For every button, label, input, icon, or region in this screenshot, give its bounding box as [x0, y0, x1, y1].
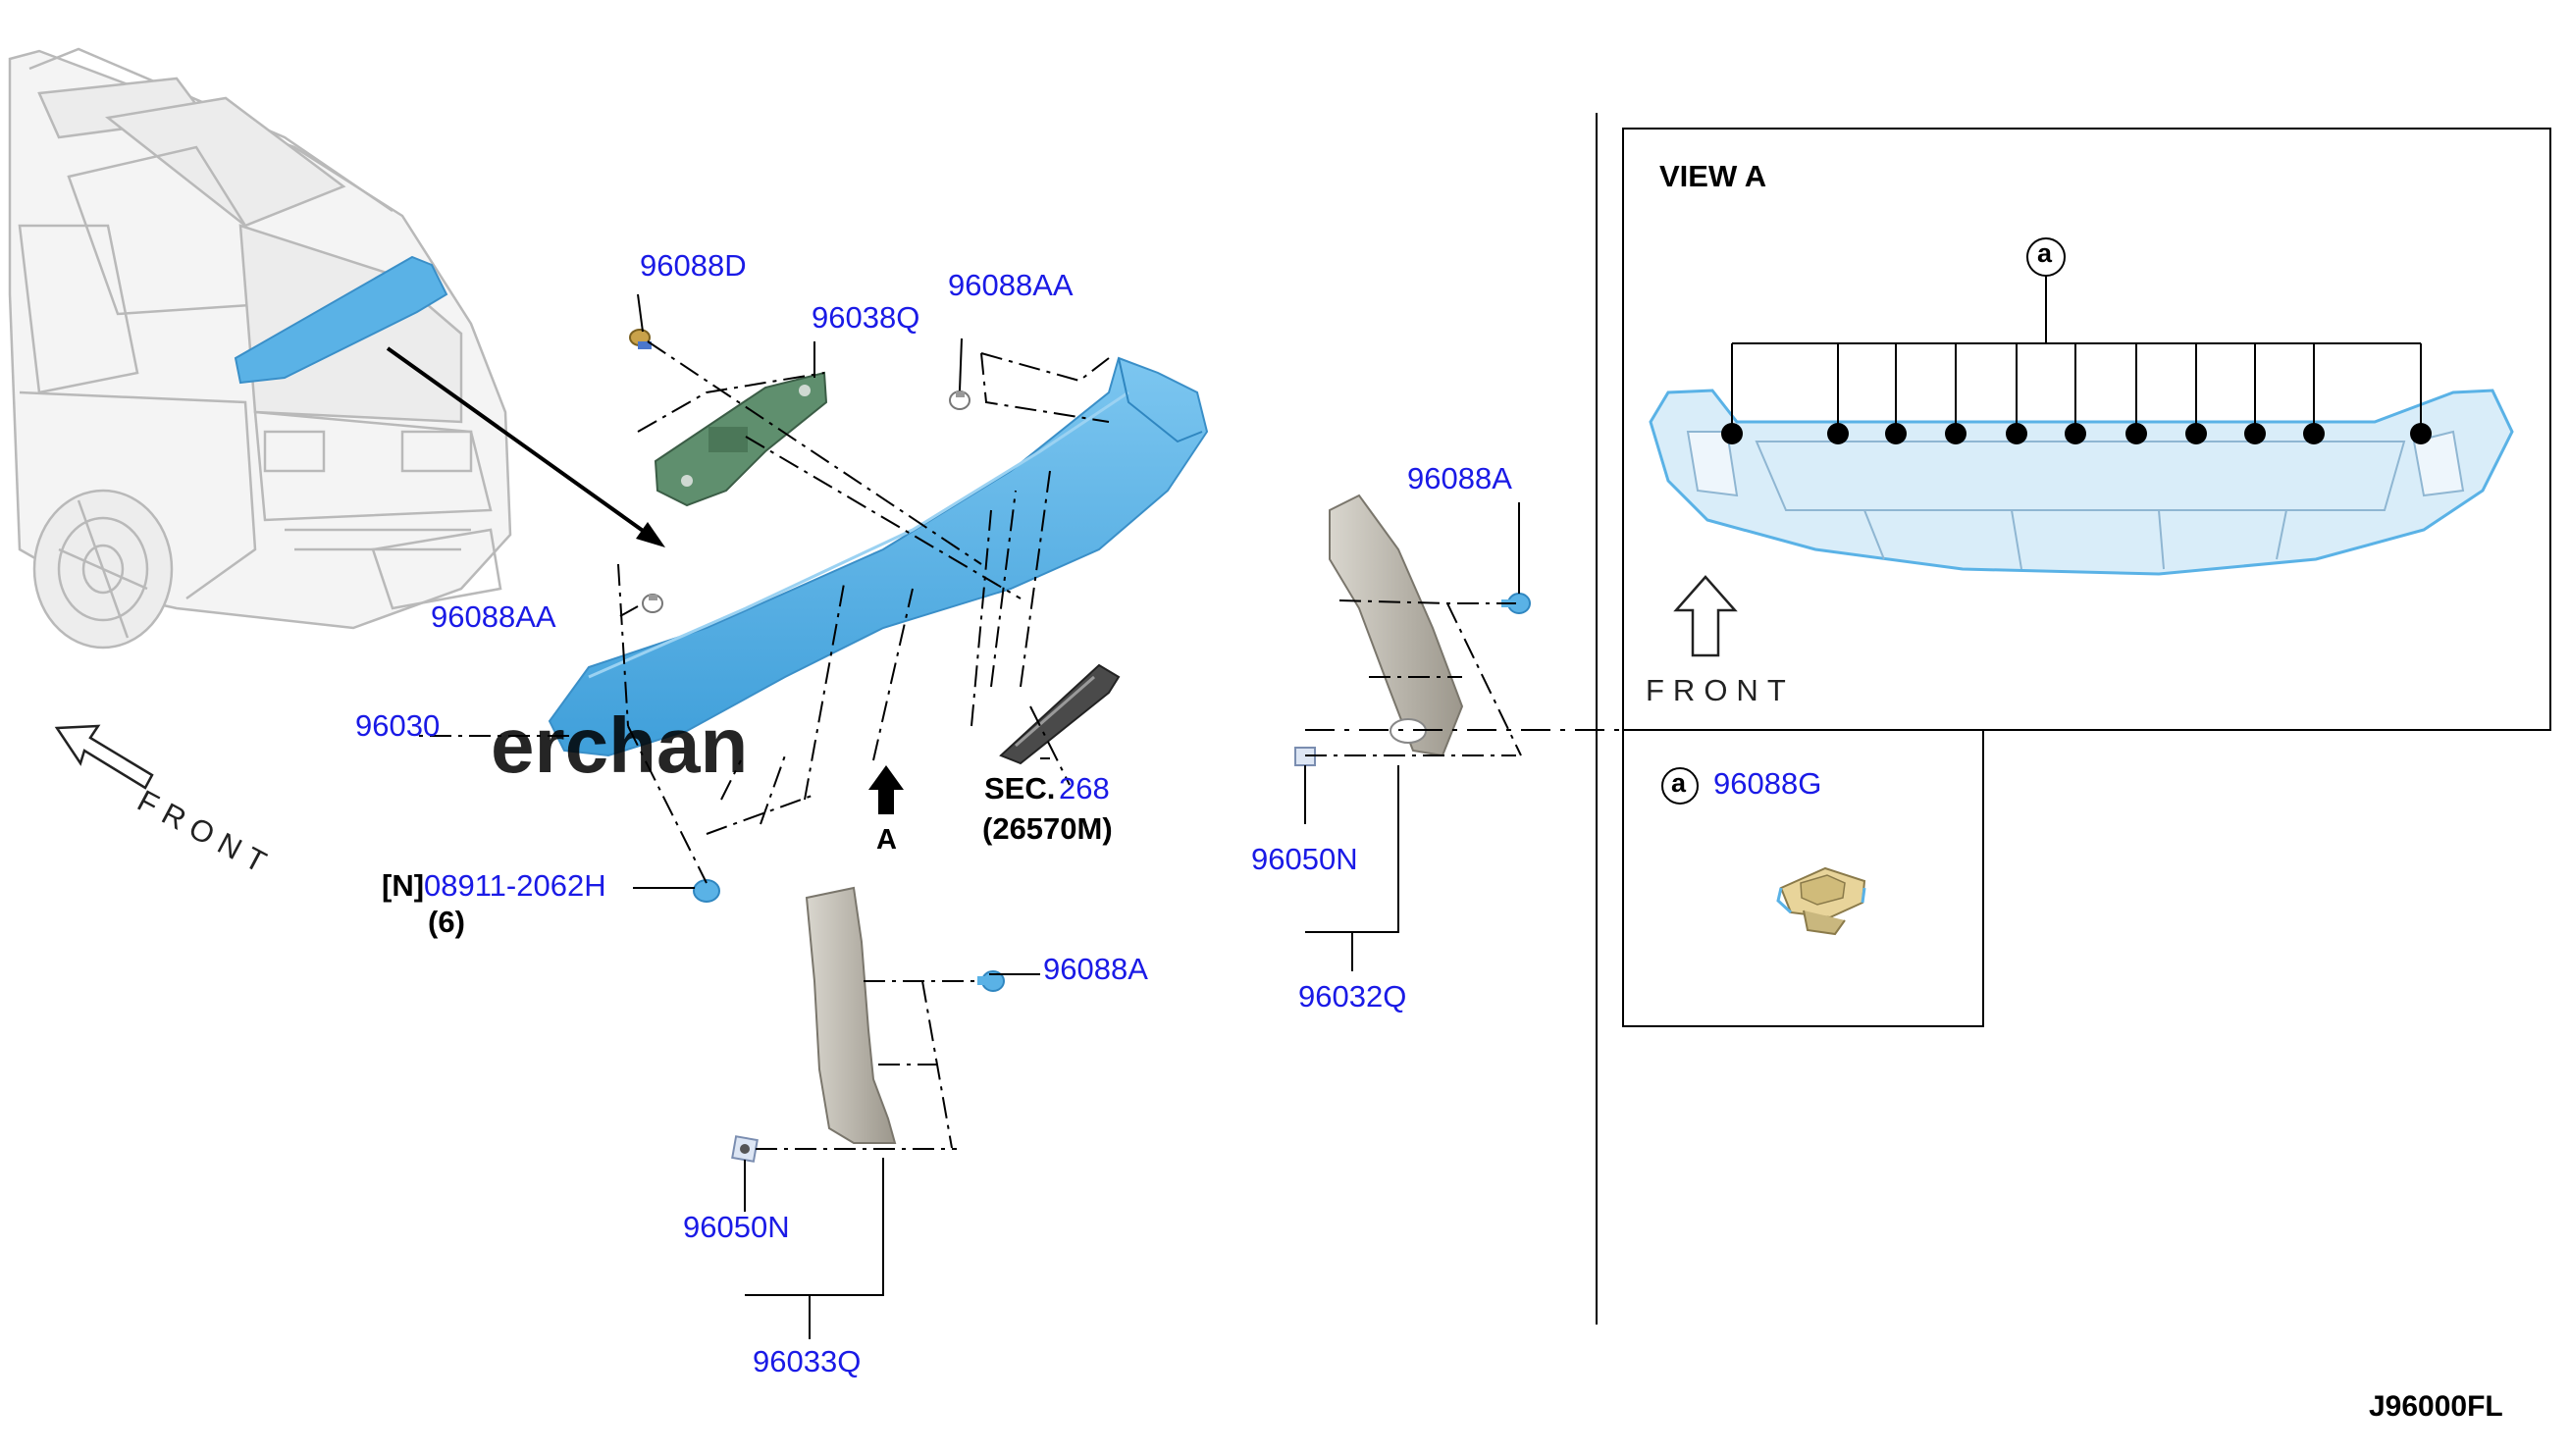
clip-96050n-bottom: [731, 1135, 759, 1163]
label-sec-part: (26570M): [982, 811, 1113, 846]
seal-bottom-brackets: [744, 973, 1040, 1339]
label-08911-2062h[interactable]: 08911-2062H: [424, 868, 606, 903]
diagram-code: J96000FL: [2369, 1390, 2503, 1423]
brake-lamp-sec268: [999, 663, 1121, 765]
callout-a2-letter: a: [1671, 768, 1687, 798]
label-96088aa-top[interactable]: 96088AA: [948, 268, 1074, 302]
label-96088a-right[interactable]: 96088A: [1407, 461, 1512, 495]
label-view-marker: A: [876, 824, 897, 856]
label-96032q[interactable]: 96032Q: [1298, 979, 1407, 1014]
bracket-96038q: [654, 371, 828, 507]
front-arrow-up: [1673, 575, 1738, 657]
seal-right-brackets: [1304, 502, 1520, 971]
label-96050n-bottom[interactable]: 96050N: [683, 1210, 790, 1244]
arrowhead: [636, 522, 665, 547]
callout-a2-circle: [1661, 767, 1699, 805]
clip-96088g-image: [1776, 866, 1866, 936]
bolt-96088d: [629, 329, 652, 349]
seal-96032q: [1329, 494, 1464, 757]
rear-spoiler: [548, 356, 1209, 757]
view-a-title: VIEW A: [1659, 159, 1767, 193]
leader-arrow: [386, 346, 655, 540]
label-front-view: FRONT: [1646, 673, 1795, 707]
label-sec-number[interactable]: 268: [1059, 771, 1110, 806]
vehicle-spoiler-highlight: [234, 255, 448, 385]
label-n-prefix: [N]: [382, 868, 425, 903]
seal-96033q: [805, 886, 897, 1144]
spoiler-underside: [1649, 389, 2514, 576]
callout-a-circle: [2026, 237, 2066, 277]
clip-96088a-mid: [977, 970, 1005, 992]
seal-right-leaders: [1305, 599, 1522, 756]
label-96088a-mid[interactable]: 96088A: [1043, 952, 1148, 986]
clip-points: [1721, 423, 2432, 444]
label-96030[interactable]: 96030: [355, 708, 441, 743]
label-96038q[interactable]: 96038Q: [812, 300, 920, 335]
grommet-96088aa-top: [949, 390, 970, 410]
label-leaders: [619, 293, 1050, 889]
label-96033q[interactable]: 96033Q: [753, 1344, 862, 1378]
label-quantity: (6): [428, 905, 465, 939]
clip-08911-2062h: [693, 879, 720, 903]
seal-bottom-leaders: [756, 980, 981, 1150]
view-a-arrow: [868, 765, 904, 814]
label-sec-prefix: SEC.: [984, 771, 1056, 806]
callout-a-letter: a: [2037, 238, 2053, 268]
callout-a-tree: [1731, 275, 2422, 434]
label-96050n-right[interactable]: 96050N: [1251, 842, 1358, 876]
front-arrow-left: [54, 724, 154, 790]
label-96088g[interactable]: 96088G: [1713, 766, 1822, 801]
grommet-96088aa-left: [642, 594, 663, 613]
label-96088aa-left[interactable]: 96088AA: [431, 599, 556, 634]
legend-box: [1622, 730, 1984, 1027]
label-96088d[interactable]: 96088D: [640, 248, 747, 283]
watermark-text: erchan: [491, 702, 749, 789]
dash-dot-leaders: [412, 340, 1110, 884]
